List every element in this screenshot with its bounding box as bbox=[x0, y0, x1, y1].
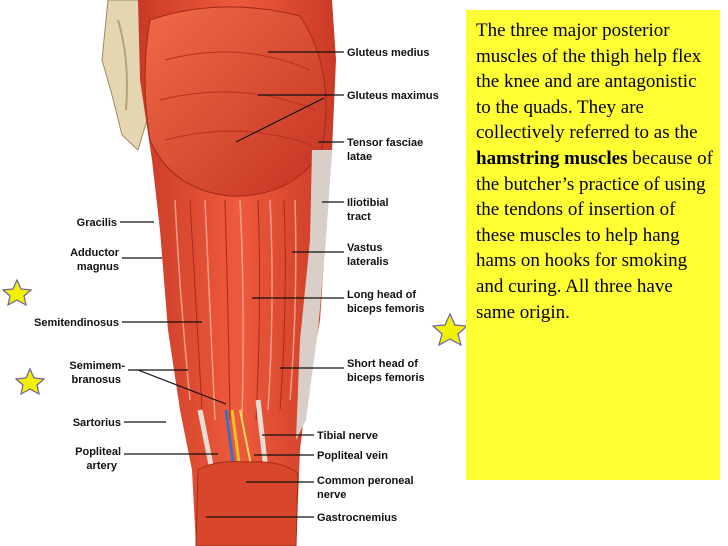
label-semimembranosus: Semimem-branosus bbox=[69, 360, 125, 386]
star-icon bbox=[14, 367, 46, 396]
gluteus-maximus-shape bbox=[144, 6, 327, 197]
caption-bold-term: hamstring muscles bbox=[476, 147, 628, 169]
leader-lines bbox=[120, 51, 344, 518]
star-icon bbox=[1, 278, 33, 307]
label-sartorius: Sartorius bbox=[73, 417, 121, 429]
label-popliteal-vein: Popliteal vein bbox=[317, 450, 388, 462]
thigh-muscle-illustration: Gluteus medius Gluteus maximus Tensor fa… bbox=[1, 0, 466, 546]
label-gastrocnemius: Gastrocnemius bbox=[317, 512, 397, 524]
caption-text-1: The three major posterior muscles of the… bbox=[476, 20, 702, 144]
label-gluteus-maximus: Gluteus maximus bbox=[347, 90, 439, 102]
label-tibial-nerve: Tibial nerve bbox=[317, 430, 378, 442]
caption-box: The three major posterior muscles of the… bbox=[466, 10, 720, 480]
gastrocnemius-shape bbox=[195, 461, 299, 546]
caption-text-2: because of the butcher’s practice of usi… bbox=[476, 147, 713, 323]
label-gluteus-medius: Gluteus medius bbox=[347, 47, 430, 59]
label-gracilis: Gracilis bbox=[77, 217, 117, 229]
label-semitendinosus: Semitendinosus bbox=[34, 317, 119, 329]
labels-right: Gluteus medius Gluteus maximus Tensor fa… bbox=[317, 47, 439, 524]
star-icon bbox=[431, 312, 466, 347]
